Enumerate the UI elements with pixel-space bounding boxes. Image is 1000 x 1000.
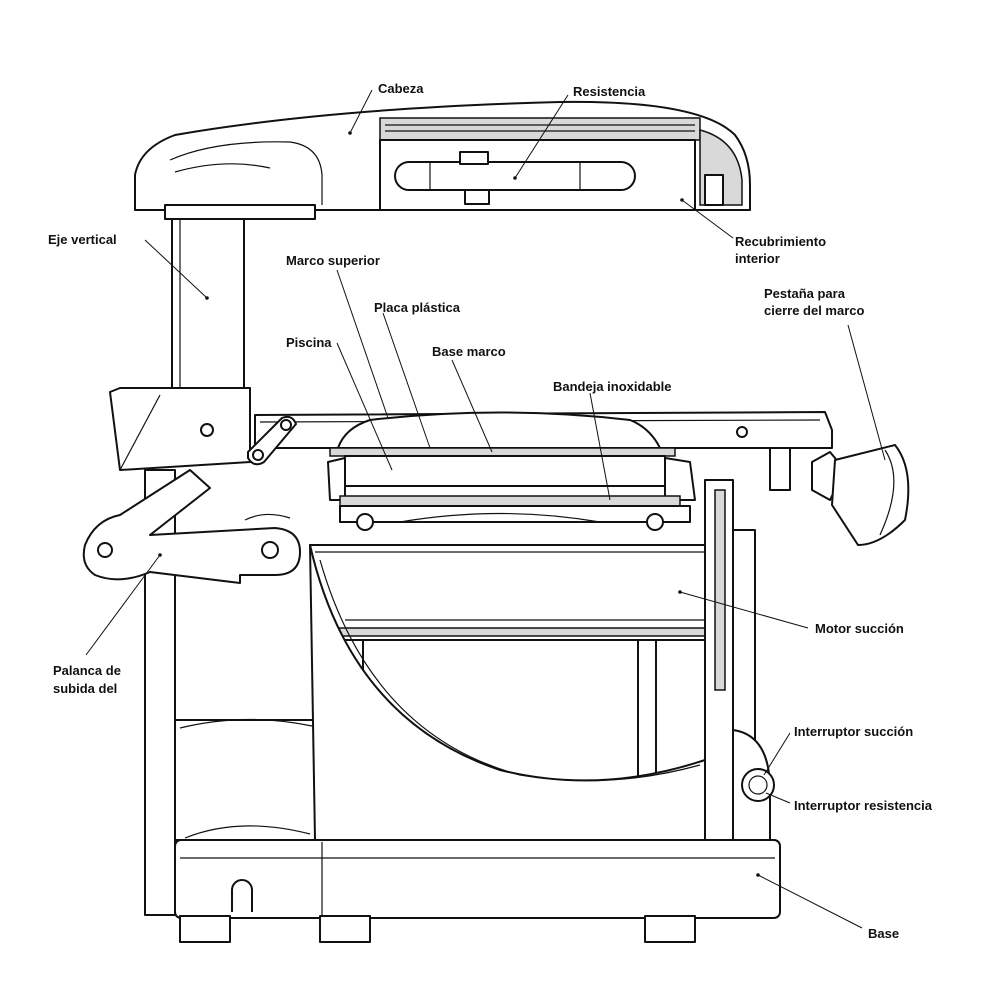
- pool-assembly: [327, 411, 696, 531]
- label-base: Base: [868, 926, 900, 941]
- label-interruptor-resistencia: Interruptor resistencia: [794, 798, 932, 813]
- label-resistencia: Resistencia: [573, 84, 646, 99]
- head-part: [134, 100, 751, 220]
- label-palanca-2: subida del: [53, 681, 118, 696]
- label-marco-superior: Marco superior: [286, 253, 380, 268]
- label-recubrimiento-2: interior: [735, 251, 780, 266]
- label-motor-succion: Motor succión: [815, 621, 904, 636]
- label-eje-vertical: Eje vertical: [48, 232, 117, 247]
- lift-lever: [82, 469, 301, 584]
- label-cabeza: Cabeza: [378, 81, 424, 96]
- inner-housing: [309, 479, 775, 841]
- suction-motor: [309, 544, 711, 641]
- leader-lines: [85, 89, 886, 929]
- vertical-shaft: [171, 214, 245, 391]
- label-placa-plastica: Placa plástica: [374, 300, 460, 315]
- label-base-marco: Base marco: [432, 344, 506, 359]
- label-recubrimiento-1: Recubrimiento: [735, 234, 827, 249]
- label-palanca-1: Palanca de: [53, 663, 121, 678]
- label-bandeja-inoxidable: Bandeja inoxidable: [553, 379, 672, 394]
- label-interruptor-succion: Interruptor succión: [794, 724, 914, 739]
- label-piscina: Piscina: [286, 335, 332, 350]
- label-pestana-1: Pestaña para: [764, 286, 845, 301]
- label-pestana-2: cierre del marco: [764, 303, 865, 318]
- base-part: [174, 839, 781, 943]
